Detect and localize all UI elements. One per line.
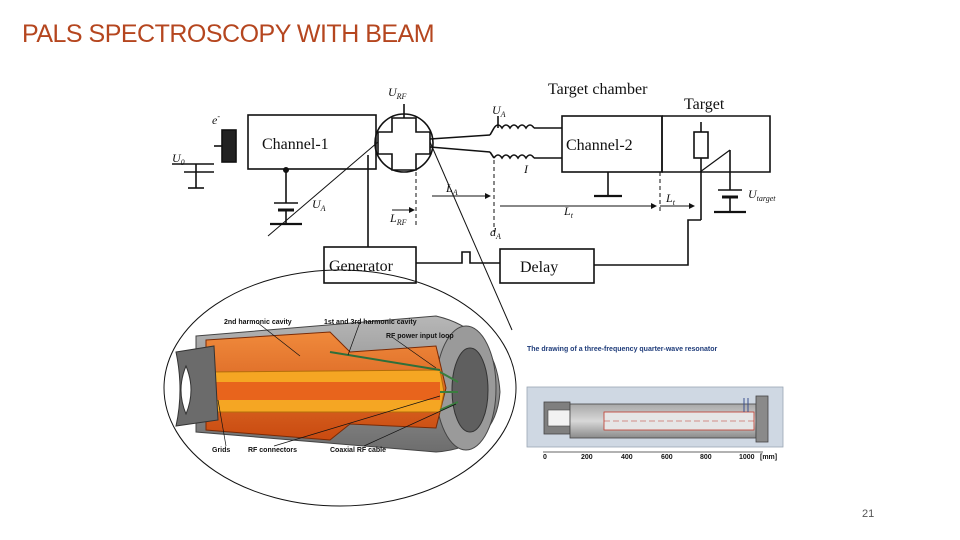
delay-box [499,248,595,284]
node-dot [282,167,289,174]
resonator-caption: The drawing of a three-frequency quarter… [527,346,717,353]
axis-tick-200: 200 [581,454,593,461]
cavity-flange-inner [451,347,489,433]
beam-port [180,364,192,416]
zoom-line-left [267,141,379,237]
leader-1st3rd [347,321,361,356]
lt2-label: Lt [665,191,676,207]
la-label: LA [445,181,458,197]
label-1st-3rd-harmonic: 1st and 3rd harmonic cavity [324,319,417,326]
label-2nd-harmonic: 2nd harmonic cavity [224,319,292,326]
target-element [693,131,709,159]
resonator-drawing [526,386,784,453]
leader-grids [217,399,227,447]
generator-label: Generator [329,258,394,275]
schematic [163,104,771,507]
label-rf-connectors: RF connectors [248,447,297,454]
electron-label: e- [212,112,220,127]
target-label: Target [684,96,725,113]
channel2-label: Channel-2 [566,137,633,154]
resonator-loop [743,398,749,412]
rf-cavity-cross [377,117,431,171]
axis-unit: [mm] [760,454,777,461]
beam-line-2 [429,146,491,153]
leader-loop [391,336,437,369]
zoom-ellipse [163,269,517,507]
label-grids: Grids [212,447,230,454]
wire-join2 [489,151,495,159]
target-chamber-label: Target chamber [548,81,648,98]
ua-left-label: UA [312,197,326,213]
generator-box [323,246,417,284]
channel1-label: Channel-1 [262,136,329,153]
da-label: dA [490,225,501,241]
utarget-label: Utarget [748,187,776,203]
rf-connector-lines [439,371,459,411]
target-chamber [662,115,771,173]
label-coax-cable: Coaxial RF cable [330,447,386,454]
leader-coax [363,403,457,447]
beam-line-1 [429,134,491,140]
slide-title: PALS SPECTROSCOPY WITH BEAM [22,20,435,48]
current-i-label: I [523,162,529,176]
label-rf-loop: RF power input loop [386,333,454,340]
axis-tick-1000: 1000 [739,454,755,461]
axis-tick-600: 600 [661,454,673,461]
axis-tick-800: 800 [700,454,712,461]
leader-connectors [273,395,441,447]
wire-target-bias [699,149,731,173]
delay-label: Delay [520,259,558,276]
coil-top [493,124,535,130]
cavity-cutaway [175,315,501,453]
wire-gen-delay [416,251,500,264]
urf-label: URF [388,85,407,101]
resonator-axis-ticks: 0 200 400 600 800 1000 [mm] [543,454,777,461]
lt-label: Lt [563,204,574,220]
ua-top-label: UA [492,103,506,119]
cathode-block [221,129,237,163]
leader-2nd [257,322,301,357]
cavity-drift-core [206,382,440,400]
resonator-end-cap [755,395,769,443]
u0-label: U0 [172,151,185,167]
resonator-port-bore [547,409,571,427]
lrf-label: LRF [389,211,407,227]
page-number: 21 [862,508,875,520]
channel1-box [247,114,377,170]
axis-tick-400: 400 [621,454,633,461]
axis-tick-0: 0 [543,454,547,461]
coil-bottom [493,154,535,160]
wire-join1 [489,127,495,136]
wire-delay-target [594,219,701,266]
zoom-line-right [429,141,513,331]
